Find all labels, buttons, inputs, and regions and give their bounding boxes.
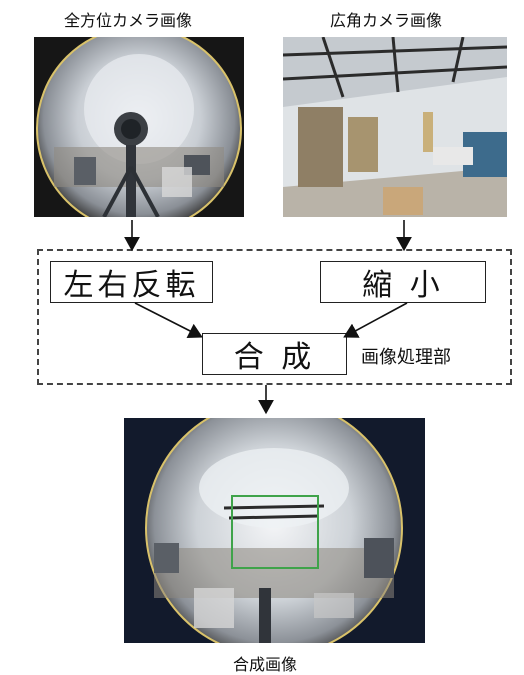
merge-box: 合 成 xyxy=(202,333,347,375)
composite-image xyxy=(124,418,425,643)
arrow-shrink-to-merge xyxy=(343,302,408,338)
arrow-flip-to-merge xyxy=(134,302,203,339)
wide-camera-image xyxy=(283,37,507,217)
omni-camera-caption: 全方位カメラ画像 xyxy=(64,11,193,30)
processing-unit-frame xyxy=(37,249,512,385)
flip-horizontal-box: 左右反転 xyxy=(50,261,213,303)
processing-unit-label: 画像処理部 xyxy=(361,347,451,368)
composite-image-caption: 合成画像 xyxy=(233,655,298,674)
shrink-box: 縮 小 xyxy=(320,261,486,303)
wide-camera-caption: 広角カメラ画像 xyxy=(330,11,443,30)
omni-camera-image xyxy=(34,37,244,217)
